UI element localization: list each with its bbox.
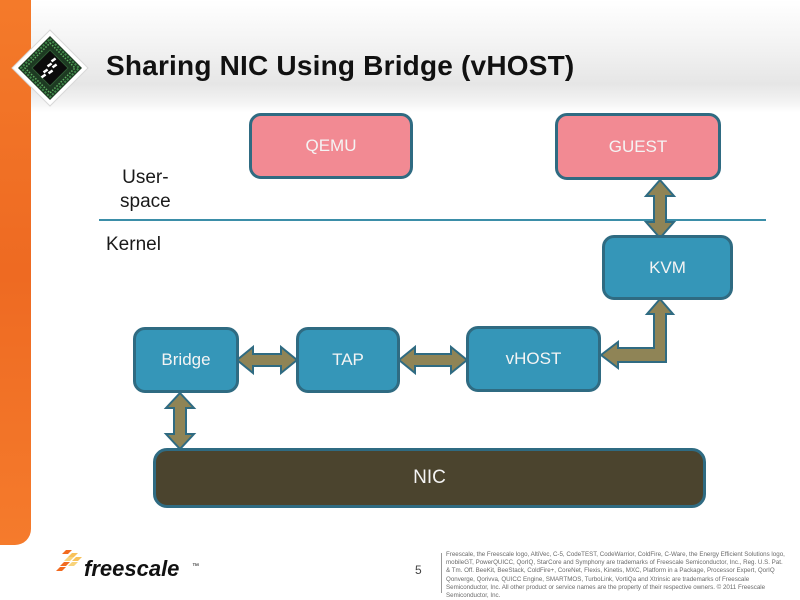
freescale-footer-logo: freescale ™ xyxy=(56,550,199,581)
trademark-symbol: ™ xyxy=(192,563,199,570)
userspace-label: User- space xyxy=(120,166,171,214)
qemu-box: QEMU xyxy=(249,113,413,179)
arrow-bridge-nic xyxy=(163,391,197,451)
kernel-label: Kernel xyxy=(106,234,161,255)
bridge-box: Bridge xyxy=(133,327,239,393)
kvm-box: KVM xyxy=(602,235,733,300)
arrow-vhost-kvm xyxy=(599,297,676,371)
vhost-box: vHOST xyxy=(466,326,601,392)
freescale-chip-logo-icon xyxy=(11,29,89,107)
header-background xyxy=(0,0,800,112)
userspace-label-line2: space xyxy=(120,191,171,212)
arrow-tap-vhost xyxy=(397,344,469,376)
orange-side-bar xyxy=(0,0,31,545)
nic-box: NIC xyxy=(153,448,706,508)
guest-box: GUEST xyxy=(555,113,721,180)
legal-notice: Freescale, the Freescale logo, AltiVec, … xyxy=(446,551,785,600)
arrow-guest-kvm xyxy=(643,178,677,240)
footer-separator xyxy=(441,553,442,593)
tap-box: TAP xyxy=(296,327,400,393)
arrow-bridge-tap xyxy=(235,344,299,376)
brand-wordmark: freescale xyxy=(84,556,179,581)
page-number: 5 xyxy=(415,563,422,577)
userspace-label-line1: User- xyxy=(122,167,169,188)
freescale-mark-icon xyxy=(56,550,82,571)
userspace-kernel-divider xyxy=(99,219,766,221)
slide-title: Sharing NIC Using Bridge (vHOST) xyxy=(106,50,575,81)
